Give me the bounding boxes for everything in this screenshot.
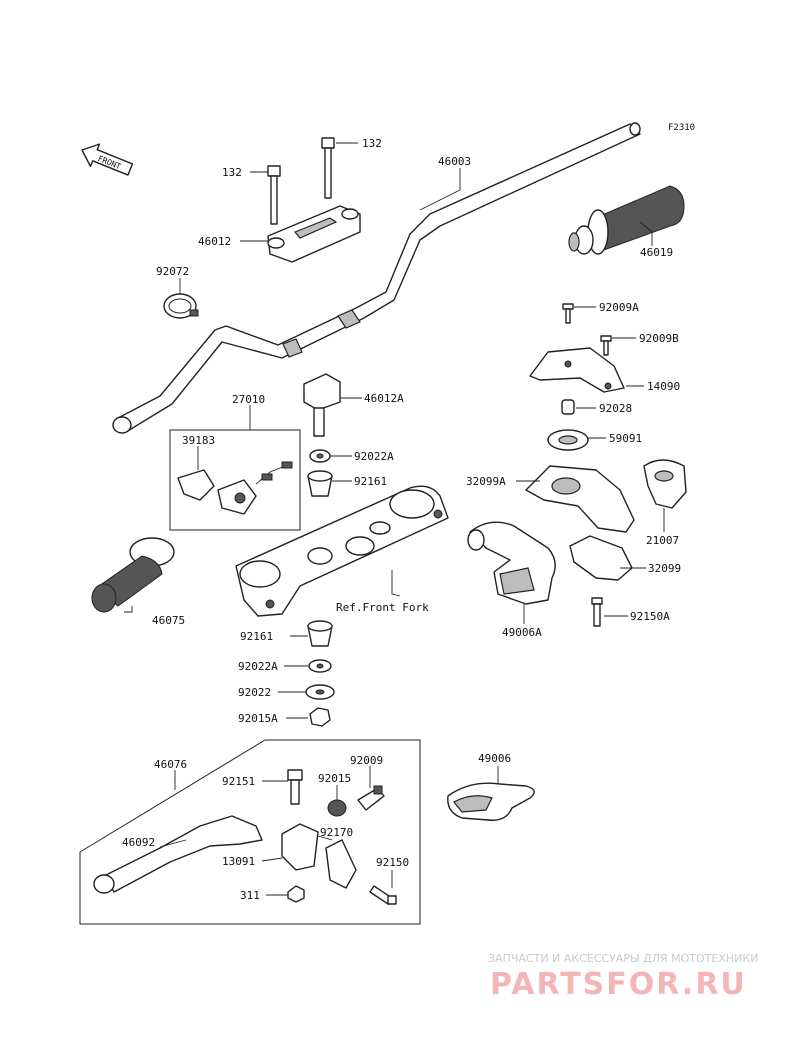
label-46003: 46003 <box>438 155 471 168</box>
label-46012: 46012 <box>198 235 231 248</box>
throttle-housing-32099 <box>569 535 633 581</box>
bolt-92150 <box>369 885 397 905</box>
label-59091: 59091 <box>609 432 642 445</box>
nut-311 <box>287 885 305 903</box>
lever-46092 <box>93 815 263 894</box>
label-92161-top: 92161 <box>354 475 387 488</box>
washer-92022A-bottom <box>308 659 332 673</box>
handlebar-46003 <box>112 122 641 434</box>
adjuster-92009 <box>357 785 385 811</box>
label-32099A: 32099A <box>466 475 506 488</box>
dust-cover-49006 <box>447 782 535 821</box>
label-46012A: 46012A <box>364 392 404 405</box>
label-92015A: 92015A <box>238 712 278 725</box>
ring-92072 <box>163 293 199 319</box>
bolt-132-right <box>321 137 335 199</box>
switch-group-27010 <box>169 429 301 531</box>
part-labels: 132 132 46003 46012 46019 92072 92009A 9… <box>122 137 681 902</box>
label-92161-bottom: 92161 <box>240 630 273 643</box>
watermark: ЗАПЧАСТИ И АКСЕССУАРЫ ДЛЯ МОТОТЕХНИКИ PA… <box>488 952 758 1002</box>
front-arrow-icon: FRONT <box>81 143 134 176</box>
screw-92009A <box>562 303 574 324</box>
label-32099: 32099 <box>648 562 681 575</box>
nut-92015A <box>309 707 331 727</box>
collar-92028 <box>561 399 575 415</box>
bolt-132-left <box>267 165 281 225</box>
figure-code: F2310 <box>668 123 695 133</box>
holder-46012A <box>303 373 341 437</box>
leader-lines <box>124 142 665 896</box>
lever-assembly-46076 <box>79 739 421 925</box>
label-92170: 92170 <box>320 826 353 839</box>
handlebar-clamp-46012 <box>267 205 361 263</box>
throttle-grip-49006A <box>467 521 556 605</box>
label-92009A: 92009A <box>599 301 639 314</box>
label-132-right: 132 <box>362 137 382 150</box>
label-46076: 46076 <box>154 758 187 771</box>
switch-39183 <box>177 469 257 515</box>
seal-59091 <box>547 429 589 451</box>
holder-92170 <box>325 839 357 889</box>
washer-92022A-top <box>309 449 331 463</box>
throttle-housing-32099A <box>525 465 635 533</box>
label-311: 311 <box>240 889 260 902</box>
label-92015: 92015 <box>318 772 351 785</box>
label-46092: 46092 <box>122 836 155 849</box>
label-13091: 13091 <box>222 855 255 868</box>
bracket-13091 <box>281 823 319 871</box>
label-46019: 46019 <box>640 246 673 259</box>
ref-front-fork-note: Ref.Front Fork <box>336 601 429 614</box>
label-92028: 92028 <box>599 402 632 415</box>
label-46075: 46075 <box>152 614 185 627</box>
bolt-92151 <box>287 769 303 805</box>
screw-92150A <box>591 597 603 627</box>
nut-92015 <box>327 799 347 817</box>
damper-92161-bottom <box>307 620 333 647</box>
label-27010: 27010 <box>232 393 265 406</box>
watermark-brand: PARTSFOR.RU <box>490 967 747 1002</box>
grip-46075 <box>91 537 175 613</box>
damper-92161-top <box>307 470 333 497</box>
label-49006: 49006 <box>478 752 511 765</box>
pulley-21007 <box>643 459 687 509</box>
label-14090: 14090 <box>647 380 680 393</box>
lower-triple-clamp <box>235 485 449 617</box>
label-92150A: 92150A <box>630 610 670 623</box>
label-92150: 92150 <box>376 856 409 869</box>
label-92151: 92151 <box>222 775 255 788</box>
label-92009B: 92009B <box>639 332 679 345</box>
grip-46019 <box>568 185 685 255</box>
label-92022A-top: 92022A <box>354 450 394 463</box>
label-92022: 92022 <box>238 686 271 699</box>
label-92022A-bottom: 92022A <box>238 660 278 673</box>
label-92009: 92009 <box>350 754 383 767</box>
label-21007: 21007 <box>646 534 679 547</box>
label-92072: 92072 <box>156 265 189 278</box>
washer-92022 <box>305 684 335 700</box>
label-132-left: 132 <box>222 166 242 179</box>
cover-14090 <box>529 347 625 393</box>
watermark-caption: ЗАПЧАСТИ И АКСЕССУАРЫ ДЛЯ МОТОТЕХНИКИ <box>488 952 758 965</box>
screw-92009B <box>600 335 612 356</box>
label-49006A: 49006A <box>502 626 542 639</box>
label-39183: 39183 <box>182 434 215 447</box>
